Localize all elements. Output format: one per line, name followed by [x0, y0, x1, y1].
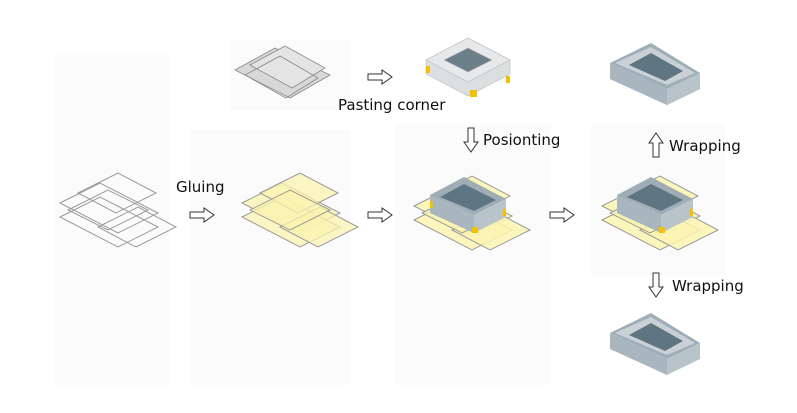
- arrow-up-icon: [648, 132, 664, 158]
- wrapped-box-bottom: [610, 313, 700, 375]
- box-positioned-on-sheet: [413, 175, 531, 251]
- label-wrapping-up: Wrapping: [669, 137, 741, 155]
- label-positioning: Posionting: [483, 131, 561, 149]
- arrow-down-icon: [648, 272, 664, 298]
- arrow-right-icon: [189, 207, 215, 223]
- gray-sheet: [234, 45, 331, 99]
- label-gluing: Gluing: [176, 178, 225, 196]
- box-wrapping-in-progress: [601, 175, 719, 251]
- arrow-right-icon: [549, 207, 575, 223]
- label-pasting-corner: Pasting corner: [338, 96, 446, 114]
- rigid-box-pasted-corners: [425, 37, 511, 97]
- arrow-right-icon: [367, 207, 393, 223]
- arrow-right-icon: [367, 69, 393, 85]
- arrow-down-icon: [463, 127, 479, 153]
- wrapped-box-top: [610, 43, 700, 105]
- label-wrapping-down: Wrapping: [672, 277, 744, 295]
